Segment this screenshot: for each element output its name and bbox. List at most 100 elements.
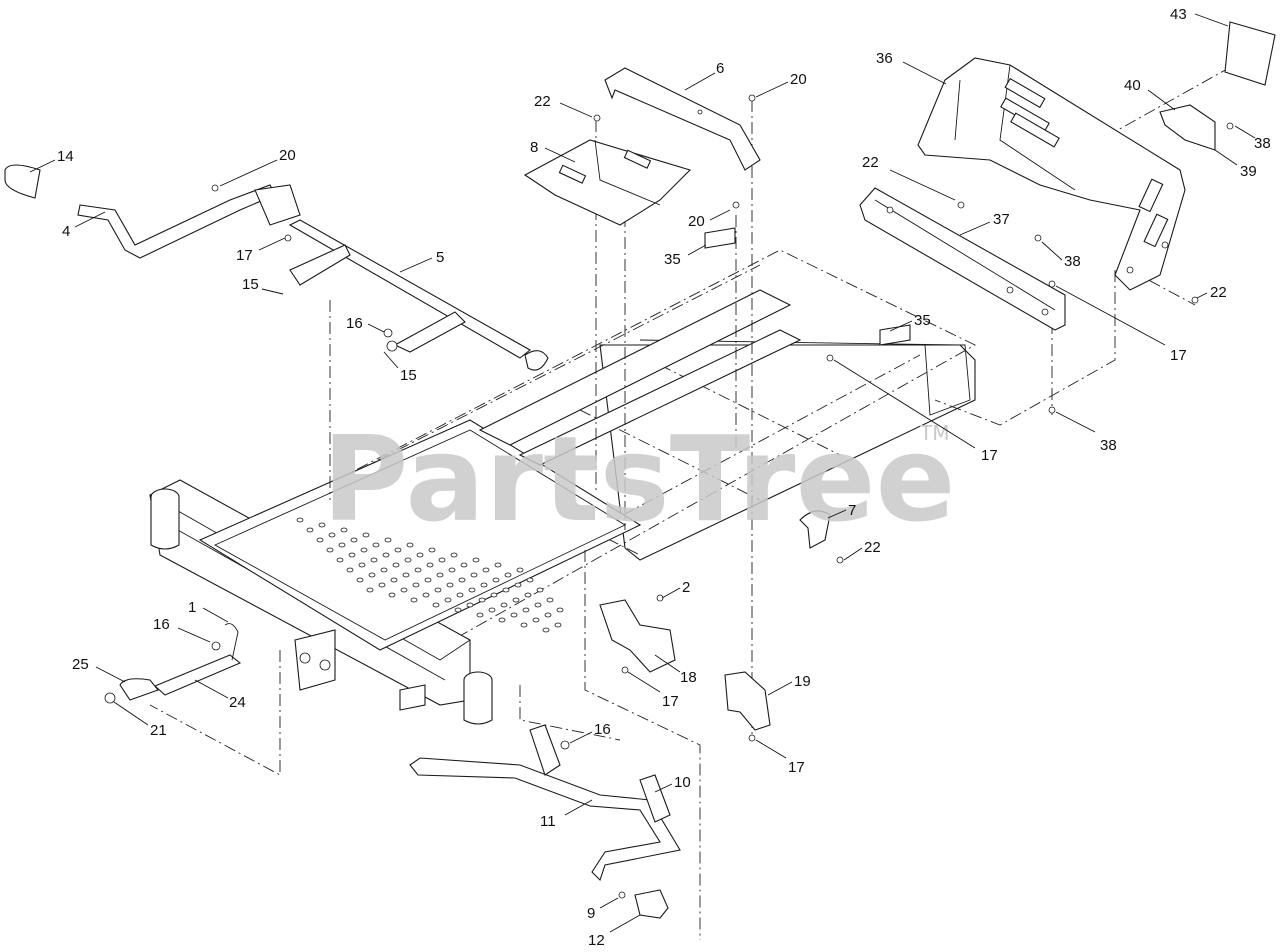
deck-hole	[546, 597, 554, 603]
deck-hole	[514, 582, 522, 588]
deck-hole	[388, 592, 396, 598]
part-11-lever	[409, 724, 681, 882]
callout-11: 11	[540, 813, 556, 830]
deck-hole	[534, 602, 542, 608]
deck-hole	[554, 622, 562, 628]
deck-hole	[522, 607, 530, 613]
callout-43: 43	[1170, 6, 1187, 23]
watermark-trademark: TM	[919, 421, 949, 445]
deck-hole	[402, 572, 410, 578]
deck-hole	[296, 517, 304, 523]
callout-17-e: 17	[788, 759, 805, 776]
callout-38-a: 38	[1254, 135, 1271, 152]
deck-hole	[468, 587, 476, 593]
deck-hole	[458, 577, 466, 583]
deck-hole	[460, 562, 468, 568]
part-14-grip	[4, 164, 41, 199]
deck-hole	[446, 582, 454, 588]
deck-hole	[448, 567, 456, 573]
callout-37: 37	[993, 211, 1010, 228]
deck-hole	[498, 617, 506, 623]
part-4-lever	[77, 184, 301, 259]
deck-hole	[368, 572, 376, 578]
watermark-text: PartsTree	[322, 410, 956, 548]
callout-20-b: 20	[279, 147, 296, 164]
callout-1: 1	[188, 599, 196, 616]
callout-layer: 43 36 40 38 39 6 20 22 8 14 4 20	[29, 6, 1271, 949]
deck-hole	[436, 572, 444, 578]
callout-17-d: 17	[662, 693, 679, 710]
callout-17-c: 17	[981, 447, 998, 464]
deck-hole	[504, 572, 512, 578]
callout-6: 6	[716, 60, 724, 77]
callout-25: 25	[72, 656, 89, 673]
deck-hole	[466, 602, 474, 608]
deck-hole	[336, 557, 344, 563]
callout-15-a: 15	[242, 276, 259, 293]
callout-38-b: 38	[1064, 253, 1081, 270]
deck-hole	[412, 582, 420, 588]
deck-hole	[526, 577, 534, 583]
part-5-shaft	[288, 219, 549, 371]
callout-18: 18	[680, 669, 697, 686]
deck-hole	[516, 567, 524, 573]
main-frame	[149, 249, 976, 725]
deck-hole	[366, 587, 374, 593]
deck-hole	[380, 567, 388, 573]
deck-hole	[490, 592, 498, 598]
deck-hole	[390, 577, 398, 583]
deck-hole	[480, 582, 488, 588]
callout-22-d: 22	[864, 539, 881, 556]
callout-4: 4	[62, 223, 70, 240]
deck-hole	[362, 532, 370, 538]
deck-hole	[500, 602, 508, 608]
deck-hole	[438, 557, 446, 563]
callout-22-b: 22	[862, 154, 879, 171]
callout-2: 2	[682, 579, 690, 596]
deck-hole	[328, 532, 336, 538]
deck-hole	[346, 567, 354, 573]
watermark: PartsTree TM	[322, 410, 956, 548]
part-43-decal	[1224, 21, 1276, 86]
callout-39: 39	[1240, 163, 1257, 180]
callout-20-c: 20	[688, 213, 705, 230]
deck-hole	[542, 627, 550, 633]
deck-hole	[392, 562, 400, 568]
part-6-bracket	[604, 67, 761, 171]
deck-hole	[404, 557, 412, 563]
deck-hole	[400, 587, 408, 593]
part-7-clip	[799, 510, 831, 549]
callout-14: 14	[57, 148, 74, 165]
callout-12: 12	[588, 932, 605, 949]
callout-17-b: 17	[1170, 347, 1187, 364]
deck-hole	[416, 552, 424, 558]
deck-hole	[340, 527, 348, 533]
deck-hole	[502, 587, 510, 593]
deck-hole	[428, 547, 436, 553]
part-40-bracket	[1159, 104, 1234, 151]
deck-hole	[406, 542, 414, 548]
deck-hole	[348, 552, 356, 558]
callout-7: 7	[848, 502, 856, 519]
callout-17-a: 17	[236, 247, 253, 264]
part-24-link	[104, 623, 242, 704]
deck-hole	[524, 592, 532, 598]
deck-hole	[444, 597, 452, 603]
deck-hole	[532, 617, 540, 623]
deck-hole	[492, 577, 500, 583]
callout-16-b: 16	[153, 616, 170, 633]
callout-21: 21	[150, 722, 167, 739]
deck-hole	[450, 552, 458, 558]
part-37-plate	[859, 187, 1066, 331]
deck-hole	[424, 577, 432, 583]
deck-hole	[470, 572, 478, 578]
deck-hole	[454, 607, 462, 613]
deck-hole	[556, 607, 564, 613]
deck-hole	[372, 542, 380, 548]
callout-15-b: 15	[400, 367, 417, 384]
deck-hole	[520, 622, 528, 628]
deck-hole	[358, 562, 366, 568]
deck-hole	[426, 562, 434, 568]
part-18-bracket	[599, 599, 676, 673]
